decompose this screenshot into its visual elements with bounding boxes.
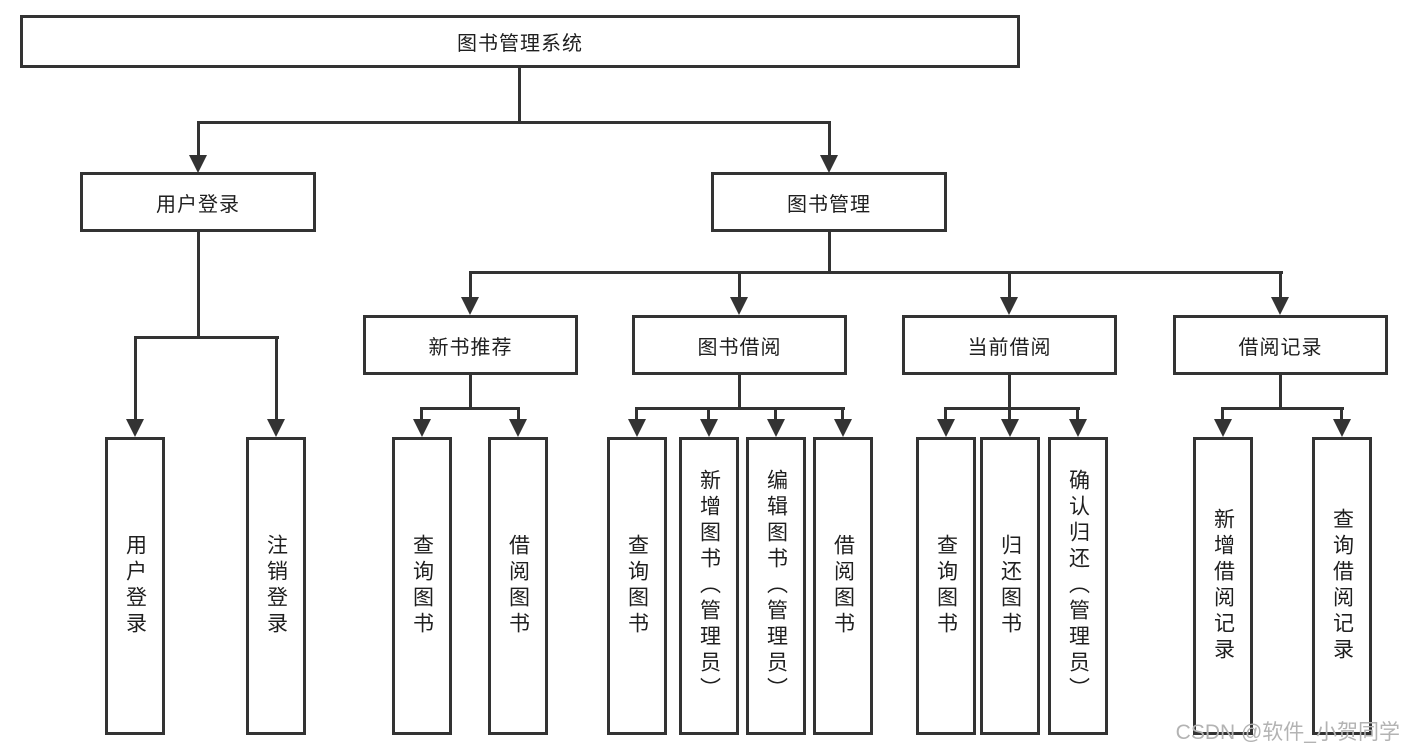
connector-line — [1221, 407, 1224, 423]
connector-line — [828, 121, 831, 158]
arrow-down-icon — [1214, 419, 1232, 437]
arrow-down-icon — [1000, 297, 1018, 315]
arrow-down-icon — [267, 419, 285, 437]
leaf-label: 借阅图书 — [506, 534, 530, 638]
leaf-return-books: 归还图书 — [980, 437, 1040, 735]
arrow-down-icon — [700, 419, 718, 437]
leaf-confirm-return-admin: 确认归还（管理员） — [1048, 437, 1108, 735]
node-label: 新书推荐 — [428, 336, 513, 359]
arrow-down-icon — [834, 419, 852, 437]
leaf-logout: 注销登录 — [246, 437, 306, 735]
connector-line — [134, 336, 279, 339]
node-borrowing-records: 借阅记录 — [1173, 315, 1388, 375]
connector-line — [1279, 375, 1282, 407]
connector-line — [420, 407, 423, 423]
leaf-add-books-admin: 新增图书（管理员） — [679, 437, 739, 735]
node-label: 图书借阅 — [697, 336, 782, 359]
leaf-label: 注销登录 — [264, 534, 288, 638]
connector-line — [197, 121, 200, 158]
csdn-watermark: CSDN @软件_小贺同学 — [1175, 721, 1400, 744]
connector-line — [828, 232, 831, 271]
connector-line — [944, 407, 1080, 410]
node-label: 当前借阅 — [967, 336, 1052, 359]
arrow-down-icon — [1069, 419, 1087, 437]
leaf-label: 新增图书（管理员） — [697, 469, 721, 703]
connector-line — [1008, 375, 1011, 407]
leaf-borrow-books-recommend: 借阅图书 — [488, 437, 548, 735]
arrow-down-icon — [126, 419, 144, 437]
leaf-query-books-current: 查询图书 — [916, 437, 976, 735]
connector-line — [635, 407, 638, 423]
leaf-query-books-recommend: 查询图书 — [392, 437, 452, 735]
connector-line — [738, 375, 741, 407]
connector-line — [774, 407, 777, 423]
connector-line — [944, 407, 947, 423]
connector-line — [707, 407, 710, 423]
leaf-label: 新增借阅记录 — [1211, 508, 1235, 664]
arrow-down-icon — [413, 419, 431, 437]
arrow-down-icon — [937, 419, 955, 437]
leaf-label: 查询图书 — [625, 534, 649, 638]
leaf-label: 查询图书 — [934, 534, 958, 638]
node-user-login: 用户登录 — [80, 172, 316, 232]
node-book-management: 图书管理 — [711, 172, 947, 232]
arrow-down-icon — [1333, 419, 1351, 437]
connector-line — [134, 336, 137, 423]
connector-line — [1076, 407, 1079, 423]
leaf-label: 用户登录 — [123, 534, 147, 638]
connector-line — [738, 271, 741, 301]
connector-line — [1279, 271, 1282, 301]
leaf-user-login: 用户登录 — [105, 437, 165, 735]
connector-line — [469, 271, 1283, 274]
connector-line — [841, 407, 844, 423]
arrow-down-icon — [767, 419, 785, 437]
leaf-add-borrow-record: 新增借阅记录 — [1193, 437, 1253, 735]
leaf-query-borrow-record: 查询借阅记录 — [1312, 437, 1372, 735]
connector-line — [1008, 271, 1011, 301]
leaf-label: 借阅图书 — [831, 534, 855, 638]
leaf-query-books-borrow: 查询图书 — [607, 437, 667, 735]
connector-line — [1340, 407, 1343, 423]
arrow-down-icon — [1271, 297, 1289, 315]
connector-line — [420, 407, 520, 410]
arrow-down-icon — [461, 297, 479, 315]
arrow-down-icon — [1001, 419, 1019, 437]
connector-line — [1008, 407, 1011, 423]
node-label: 图书管理 — [787, 193, 871, 216]
connector-line — [517, 407, 520, 423]
connector-line — [635, 407, 845, 410]
node-library-management-system: 图书管理系统 — [20, 15, 1020, 68]
node-book-borrowing: 图书借阅 — [632, 315, 847, 375]
leaf-edit-books-admin: 编辑图书（管理员） — [746, 437, 806, 735]
leaf-label: 确认归还（管理员） — [1066, 469, 1090, 703]
node-label: 用户登录 — [156, 193, 240, 216]
arrow-down-icon — [730, 297, 748, 315]
leaf-label: 归还图书 — [998, 534, 1022, 638]
arrow-down-icon — [820, 155, 838, 173]
leaf-label: 查询借阅记录 — [1330, 508, 1354, 664]
connector-line — [469, 271, 472, 301]
node-new-book-recommendation: 新书推荐 — [363, 315, 578, 375]
connector-line — [197, 121, 831, 124]
connector-line — [197, 232, 200, 336]
connector-line — [469, 375, 472, 407]
connector-line — [1221, 407, 1344, 410]
leaf-label: 编辑图书（管理员） — [764, 469, 788, 703]
connector-line — [275, 336, 278, 423]
arrow-down-icon — [628, 419, 646, 437]
leaf-label: 查询图书 — [410, 534, 434, 638]
node-current-borrowing: 当前借阅 — [902, 315, 1117, 375]
node-label: 图书管理系统 — [457, 33, 583, 55]
connector-line — [518, 68, 521, 121]
arrow-down-icon — [189, 155, 207, 173]
leaf-borrow-books: 借阅图书 — [813, 437, 873, 735]
node-label: 借阅记录 — [1238, 336, 1323, 359]
arrow-down-icon — [509, 419, 527, 437]
